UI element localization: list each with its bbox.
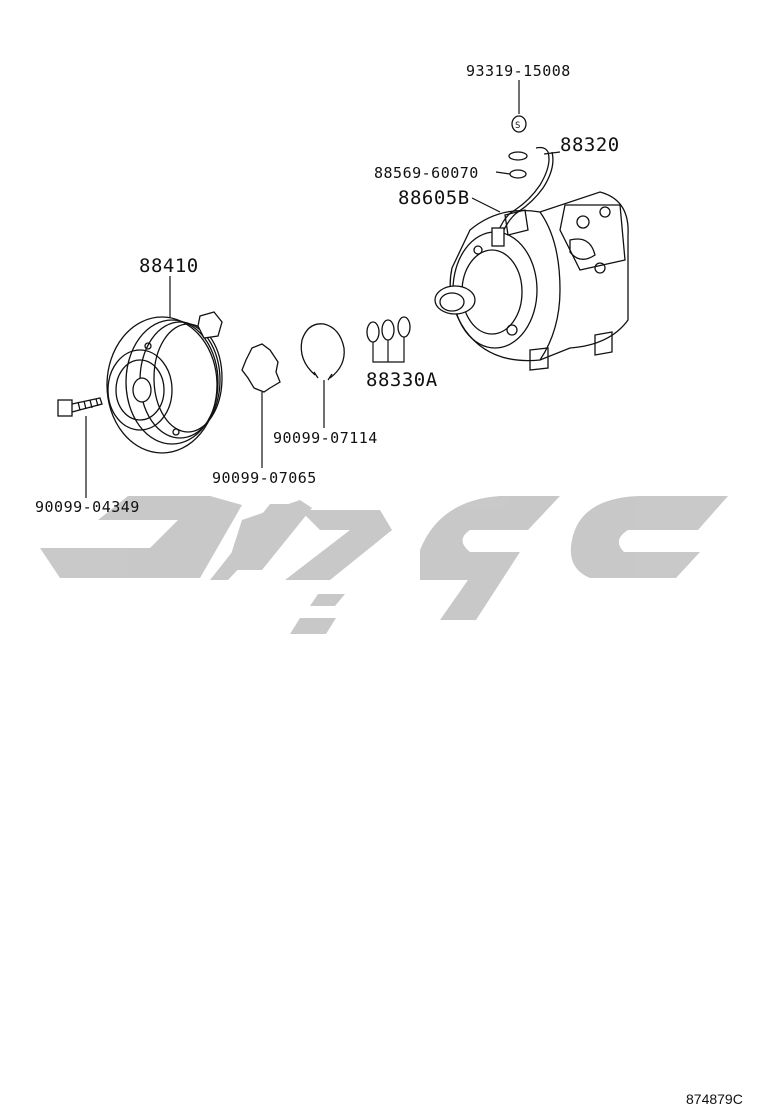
label-88605b: 88605B: [398, 187, 470, 209]
svg-text:S: S: [515, 121, 520, 131]
label-90099-04349: 90099-04349: [35, 498, 140, 516]
illustration-id: 874879C: [686, 1091, 743, 1107]
bolt-90099-04349: [57, 397, 103, 417]
label-90099-07114: 90099-07114: [273, 429, 378, 447]
label-93319-15008: 93319-15008: [466, 62, 571, 80]
watermark-logo: [40, 496, 728, 634]
wire-harness-88605b: [491, 146, 554, 247]
label-88330a: 88330A: [366, 369, 438, 391]
snap-ring-90099-07114: [300, 323, 345, 381]
label-88410: 88410: [139, 255, 199, 277]
label-90099-07065: 90099-07065: [212, 469, 317, 487]
compressor-88320: [434, 191, 629, 371]
label-88320: 88320: [560, 134, 620, 156]
label-88569-60070: 88569-60070: [374, 164, 479, 182]
clutch-88410: [106, 311, 223, 454]
washer-parts: S: [508, 115, 528, 179]
leader-lines: [85, 80, 561, 498]
shim-90099-07065: [241, 343, 281, 393]
